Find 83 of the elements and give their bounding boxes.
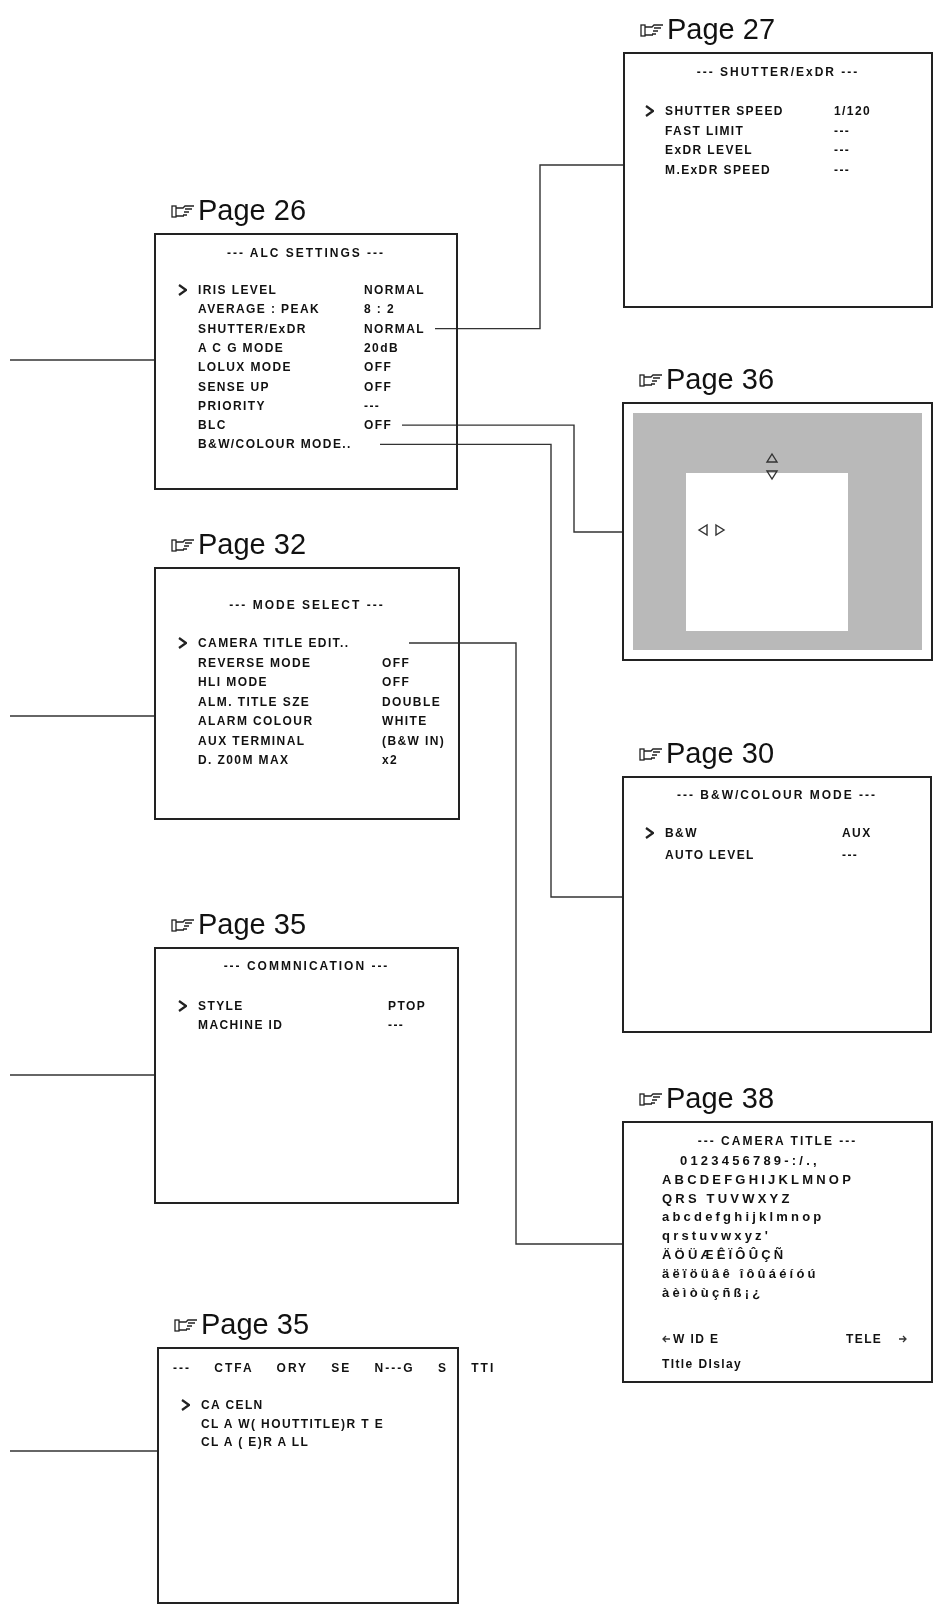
menu-title: --- SHUTTER/ExDR --- bbox=[695, 64, 861, 80]
menu-item: FAST LIMIT bbox=[665, 122, 745, 139]
menu-value: --- bbox=[834, 122, 851, 139]
page-reference: Page 30 bbox=[666, 736, 775, 770]
menu-title: --- COMMNICATION --- bbox=[222, 958, 391, 974]
connector-line bbox=[9, 1450, 158, 1452]
menu-item: PRIORITY bbox=[198, 397, 266, 414]
menu-value: (B&W IN) bbox=[382, 732, 446, 749]
menu-item: SHUTTER/ExDR bbox=[198, 320, 307, 337]
menu-item: A C G MODE bbox=[198, 339, 285, 356]
menu-item: TELE bbox=[846, 1331, 883, 1347]
menu-value: --- bbox=[834, 161, 851, 178]
menu-item: ALARM COLOUR bbox=[198, 713, 314, 729]
menu-value: NORMAL bbox=[364, 320, 426, 337]
character-set-row: äëïöüâê îôûáéíóú bbox=[662, 1265, 819, 1282]
character-set-row: 0123456789-:/., bbox=[680, 1153, 820, 1169]
menu-value: --- bbox=[834, 142, 851, 158]
connector-line bbox=[379, 443, 623, 898]
menu-item: B&W/COLOUR MODE.. bbox=[198, 436, 352, 453]
menu-item: CAMERA TITLE EDIT.. bbox=[198, 635, 350, 651]
page-reference: Page 27 bbox=[667, 12, 776, 46]
menu-value: OFF bbox=[364, 359, 393, 376]
character-set-row: ABCDEFGHIJKLMNOP bbox=[662, 1171, 855, 1188]
menu-value: 8 : 2 bbox=[364, 301, 395, 318]
connector-line bbox=[408, 642, 623, 1245]
menu-item: ExDR LEVEL bbox=[665, 142, 753, 158]
menu-item: IRIS LEVEL bbox=[198, 282, 278, 298]
menu-title: --- ALC SETTINGS --- bbox=[225, 245, 387, 261]
menu-item: CL A ( E)R A LL bbox=[201, 1434, 310, 1450]
menu-item: CL A W( HOUTTITLE)R T E bbox=[201, 1415, 385, 1432]
menu-value: OFF bbox=[382, 654, 411, 671]
menu-value: NORMAL bbox=[364, 282, 426, 298]
page-reference: Page 35 bbox=[201, 1307, 310, 1341]
menu-title: --- MODE SELECT --- bbox=[228, 597, 386, 613]
menu-title: --- B&W/COLOUR MODE --- bbox=[676, 787, 878, 803]
character-set-row: QRS TUVWXYZ bbox=[662, 1190, 793, 1207]
page-reference: Page 38 bbox=[666, 1081, 775, 1115]
character-set-row: àèìòùçñß¡¿ bbox=[662, 1284, 764, 1301]
page-reference: Page 26 bbox=[198, 193, 307, 227]
menu-value: 20dB bbox=[364, 339, 399, 356]
connector-line bbox=[434, 164, 624, 330]
menu-title: --- CAMERA TITLE --- bbox=[696, 1133, 859, 1149]
menu-item: M.ExDR SPEED bbox=[665, 161, 772, 178]
menu-value: WHITE bbox=[382, 713, 428, 729]
menu-item: AVERAGE : PEAK bbox=[198, 301, 321, 318]
menu-item: SHUTTER SPEED bbox=[665, 103, 784, 119]
menu-item: AUTO LEVEL bbox=[665, 847, 755, 863]
menu-item: MACHINE ID bbox=[198, 1017, 284, 1033]
page-reference: Page 32 bbox=[198, 527, 307, 561]
menu-item: LOLUX MODE bbox=[198, 359, 292, 376]
menu-item: W ID E bbox=[673, 1331, 720, 1347]
menu-value: DOUBLE bbox=[382, 693, 442, 710]
menu-item: B&W bbox=[665, 825, 698, 841]
page-reference: Page 36 bbox=[666, 362, 775, 396]
connector-line bbox=[401, 424, 623, 533]
menu-value: --- bbox=[842, 847, 859, 863]
menu-value: AUX bbox=[842, 825, 872, 841]
menu-value: --- bbox=[388, 1017, 405, 1033]
menu-item: HLI MODE bbox=[198, 674, 268, 690]
menu-value: PTOP bbox=[388, 998, 427, 1014]
character-set-row: qrstuvwxyz' bbox=[662, 1228, 772, 1245]
menu-item: STYLE bbox=[198, 998, 244, 1014]
connector-line bbox=[9, 1074, 155, 1076]
menu-item: BLC bbox=[198, 417, 227, 434]
menu-value: --- bbox=[364, 397, 381, 414]
menu-item: AUX TERMINAL bbox=[198, 732, 306, 749]
menu-value: 1/120 bbox=[834, 103, 872, 119]
menu-value: OFF bbox=[364, 417, 393, 434]
menu-value: x2 bbox=[382, 752, 399, 768]
menu-title: --- CTFA ORY SE N---G S TTI bbox=[173, 1360, 496, 1376]
connector-line bbox=[9, 359, 155, 361]
menu-value: OFF bbox=[364, 378, 393, 395]
menu-item: D. Z00M MAX bbox=[198, 752, 290, 768]
menu-item: SENSE UP bbox=[198, 378, 270, 395]
menu-value: OFF bbox=[382, 674, 411, 690]
page-reference: Page 35 bbox=[198, 907, 307, 941]
menu-item: REVERSE MODE bbox=[198, 654, 312, 671]
menu-item: CA CELN bbox=[201, 1397, 264, 1413]
character-set-row: abcdefghijklmnop bbox=[662, 1209, 825, 1226]
character-set-row: ÄÖÜÆÊÏÔÛÇÑ bbox=[662, 1247, 787, 1263]
menu-item: TItle DIslay bbox=[662, 1356, 743, 1372]
connector-line bbox=[9, 715, 155, 717]
menu-item: ALM. TITLE SZE bbox=[198, 693, 311, 710]
